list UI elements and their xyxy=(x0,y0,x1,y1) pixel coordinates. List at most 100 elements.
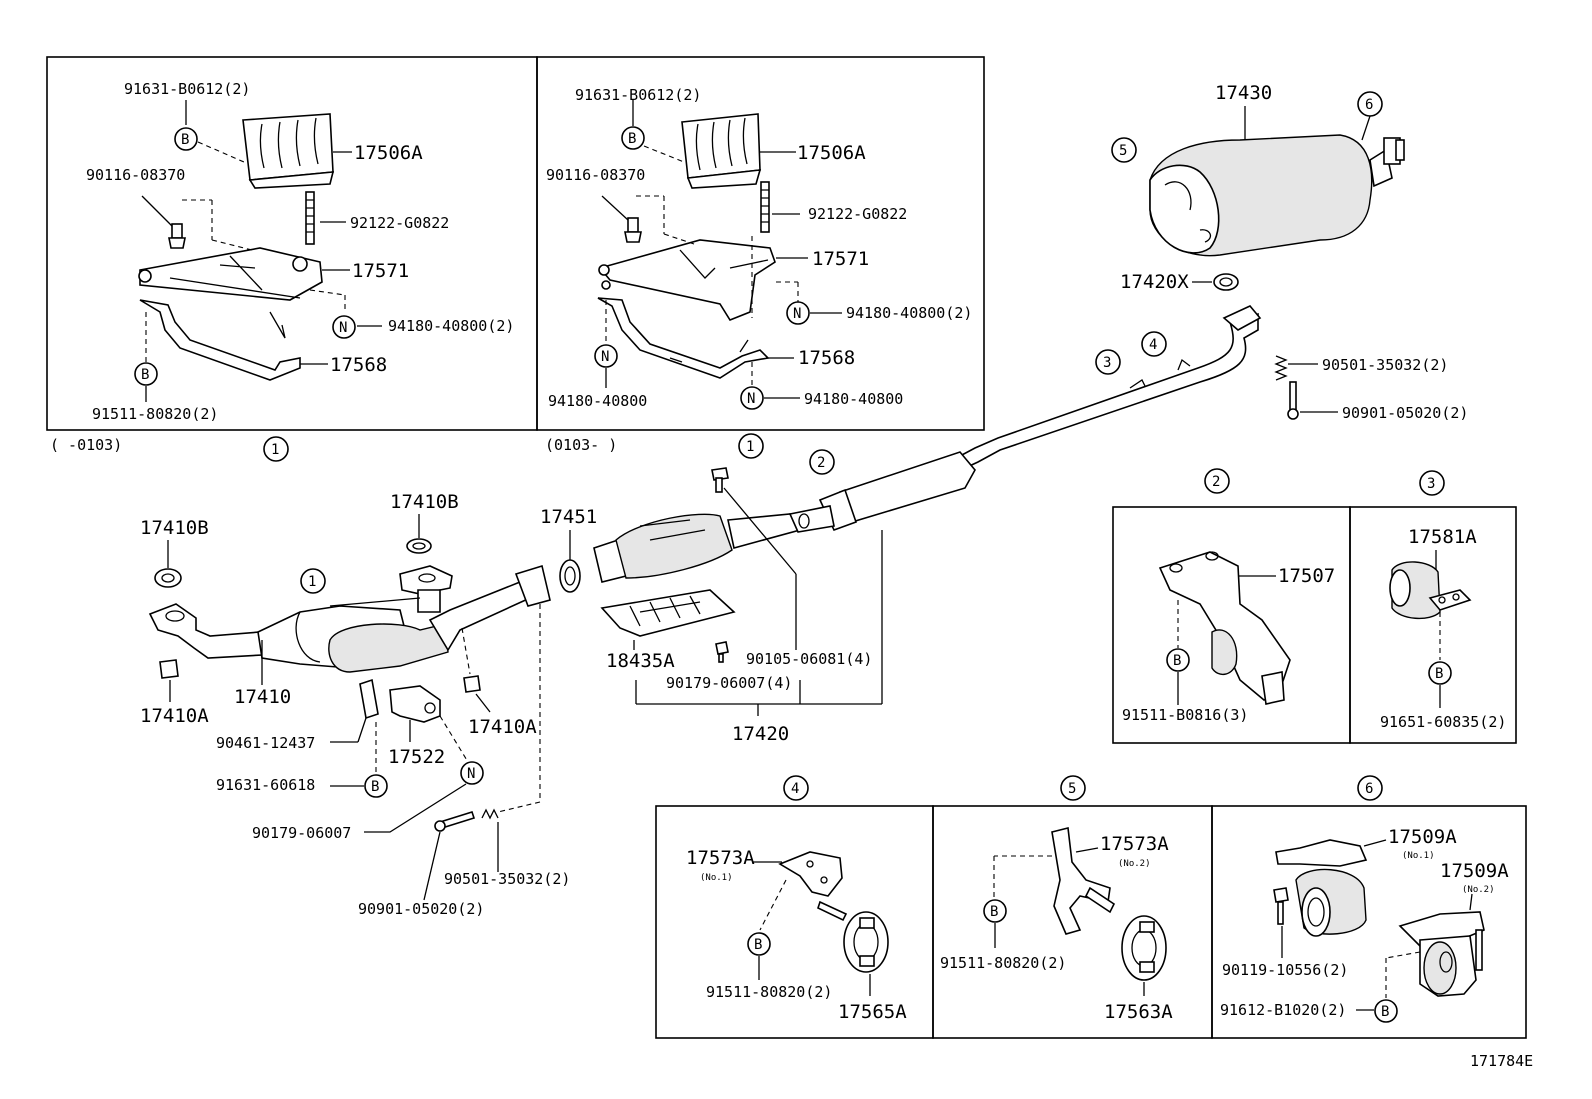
gasket-17410b-left xyxy=(154,568,182,588)
heat-insulator-18435a xyxy=(600,589,736,637)
callout-b: B xyxy=(747,932,771,956)
hanger-17573a-no1 xyxy=(778,851,848,922)
label-94180-40800: 94180-40800 xyxy=(548,392,647,410)
callout-1: 1 xyxy=(263,436,289,462)
label-17451: 17451 xyxy=(540,506,597,528)
svg-text:6: 6 xyxy=(1365,97,1373,113)
label-94180-40800: 94180-40800 xyxy=(804,390,903,408)
bolt-90116-right xyxy=(624,217,642,243)
svg-text:4: 4 xyxy=(1149,337,1157,353)
label-17420: 17420 xyxy=(732,723,789,745)
callout-6: 6 xyxy=(1357,91,1383,117)
center-exhaust-pipe xyxy=(818,305,1262,532)
label-17410b: 17410B xyxy=(140,517,209,539)
hanger-17509a-no2 xyxy=(1398,911,1485,997)
svg-text:1: 1 xyxy=(308,574,316,590)
exhaust-manifold-17410 xyxy=(148,564,551,673)
svg-text:3: 3 xyxy=(1427,476,1435,492)
label-17509a: 17509A xyxy=(1388,826,1457,848)
label-91631-60618: 91631-60618 xyxy=(216,776,315,794)
rubber-hanger-17563a xyxy=(1121,915,1167,981)
callout-3: 3 xyxy=(1095,349,1121,375)
bolt-90119 xyxy=(1273,887,1289,925)
label-17522: 17522 xyxy=(388,746,445,768)
callout-b: B xyxy=(983,899,1007,923)
bracket-17522 xyxy=(389,685,441,723)
label-90116-08370: 90116-08370 xyxy=(546,166,645,184)
callout-n: N xyxy=(332,315,356,339)
callout-b: B xyxy=(1374,999,1398,1023)
label-17410: 17410 xyxy=(234,686,291,708)
svg-text:N: N xyxy=(467,766,475,782)
label-90179-06007: 90179-06007(4) xyxy=(666,674,792,692)
label-91511-80820: 91511-80820(2) xyxy=(706,983,832,1001)
callout-n: N xyxy=(460,761,484,785)
label-no1: (No.1) xyxy=(1402,851,1435,861)
callout-2: 2 xyxy=(1204,468,1230,494)
hanger-17509a-no1 xyxy=(1275,839,1368,937)
svg-text:B: B xyxy=(628,131,636,147)
svg-text:2: 2 xyxy=(817,455,825,471)
callout-b: B xyxy=(1166,648,1190,672)
label-17410a: 17410A xyxy=(468,716,537,738)
label-17571: 17571 xyxy=(352,260,409,282)
plate-17568-left xyxy=(139,299,301,381)
label-17507: 17507 xyxy=(1278,565,1335,587)
label-90105-06081: 90105-06081(4) xyxy=(746,650,872,668)
callout-b: B xyxy=(621,126,645,150)
bolt-90116-left xyxy=(168,223,186,249)
svg-text:1: 1 xyxy=(746,439,754,455)
svg-text:B: B xyxy=(141,367,149,383)
bolt-90105 xyxy=(711,467,729,493)
svg-text:5: 5 xyxy=(1119,143,1127,159)
label-17573a: 17573A xyxy=(1100,833,1169,855)
heat-shield-17506a-right xyxy=(681,113,762,189)
svg-text:2: 2 xyxy=(1212,474,1220,490)
svg-text:1: 1 xyxy=(271,442,279,458)
label-90501-35032: 90501-35032(2) xyxy=(444,870,570,888)
label-91511-80820: 91511-80820(2) xyxy=(92,405,218,423)
rubber-hanger-17565a xyxy=(843,911,889,973)
label-17410b: 17410B xyxy=(390,491,459,513)
gasket-17410b-upper xyxy=(406,538,432,554)
label-17573a: 17573A xyxy=(686,847,755,869)
nut-90179 xyxy=(715,641,729,663)
box-3-frame xyxy=(1349,506,1517,744)
svg-text:B: B xyxy=(1381,1004,1389,1020)
label-17568: 17568 xyxy=(798,347,855,369)
spring-90501-lower xyxy=(434,808,499,832)
callout-3: 3 xyxy=(1419,470,1445,496)
svg-text:6: 6 xyxy=(1365,781,1373,797)
label-no2: (No.2) xyxy=(1462,885,1495,895)
label-90901-05020: 90901-05020(2) xyxy=(358,900,484,918)
label-no2: (No.2) xyxy=(1118,859,1151,869)
label-92122-g0822: 92122-G0822 xyxy=(808,205,907,223)
gasket-17420x xyxy=(1213,273,1239,291)
svg-text:4: 4 xyxy=(791,781,799,797)
svg-text:B: B xyxy=(1173,653,1181,669)
callout-5: 5 xyxy=(1111,137,1137,163)
svg-text:3: 3 xyxy=(1103,355,1111,371)
label-date-range-left: ( -0103) xyxy=(50,436,122,454)
svg-text:B: B xyxy=(371,779,379,795)
label-17410a: 17410A xyxy=(140,705,209,727)
svg-text:N: N xyxy=(747,391,755,407)
svg-text:N: N xyxy=(339,320,347,336)
callout-n: N xyxy=(740,386,764,410)
box-6-frame xyxy=(1211,805,1527,1039)
callout-b: B xyxy=(364,774,388,798)
callout-n: N xyxy=(594,344,618,368)
diagram-id: 171784E xyxy=(1470,1052,1533,1070)
catalytic-converter-17420 xyxy=(593,505,835,583)
nut-17410a-left xyxy=(159,659,179,679)
callout-6: 6 xyxy=(1357,775,1383,801)
label-90119-10556: 90119-10556(2) xyxy=(1222,961,1348,979)
clamp-90461 xyxy=(359,678,379,720)
hanger-bracket-17507 xyxy=(1158,551,1291,705)
muffler-17430 xyxy=(1149,134,1405,257)
label-17420x: 17420X xyxy=(1120,271,1189,293)
label-91631-b0612: 91631-B0612(2) xyxy=(575,86,701,104)
label-17571: 17571 xyxy=(812,248,869,270)
nut-17410a-right xyxy=(463,675,481,693)
